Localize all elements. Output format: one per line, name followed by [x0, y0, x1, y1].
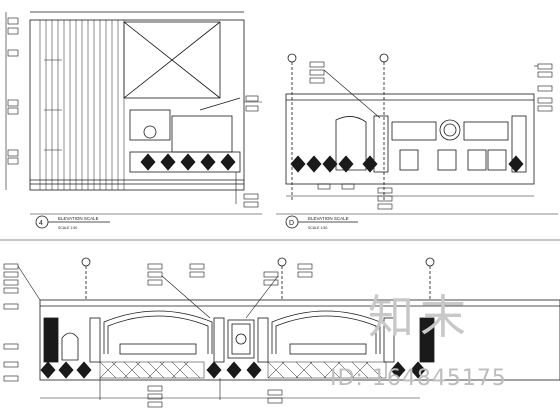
view-4-title-block [30, 213, 262, 229]
view-4-scale-note: SCALE 1:50 [58, 226, 77, 230]
hatched-floor-band [99, 361, 387, 379]
diamond-band-viewd [290, 155, 524, 173]
bottom-elevation-view [0, 239, 560, 408]
diamond-band-view4 [129, 151, 241, 173]
hatched-column [39, 20, 125, 190]
chairs-viewd [399, 149, 507, 171]
left-callouts-view4 [5, 12, 19, 190]
bottom-callouts-viewd [286, 183, 534, 210]
left-callouts-viewd [309, 61, 381, 119]
right-callouts-viewd [534, 63, 553, 112]
diamond-band-bottom [40, 361, 426, 379]
left-callouts-bottom [3, 263, 41, 382]
view-d-title: ELEVATION SCALE [308, 216, 349, 221]
mid-callouts-bottom [147, 263, 313, 319]
view-4-title: ELEVATION SCALE [58, 216, 99, 221]
view-d-letter: D [289, 220, 294, 227]
elevation-view-4: 4 ELEVATION SCALE SCALE 1:50 [5, 11, 262, 230]
elevation-view-d: D ELEVATION SCALE SCALE 1:50 [276, 53, 558, 230]
view-4-number: 4 [39, 220, 43, 227]
right-callouts-view4 [235, 95, 262, 208]
view-d-title-block [276, 213, 558, 229]
bottom-callouts-bottom [40, 378, 420, 408]
view-d-scale-note: SCALE 1:50 [308, 226, 327, 230]
